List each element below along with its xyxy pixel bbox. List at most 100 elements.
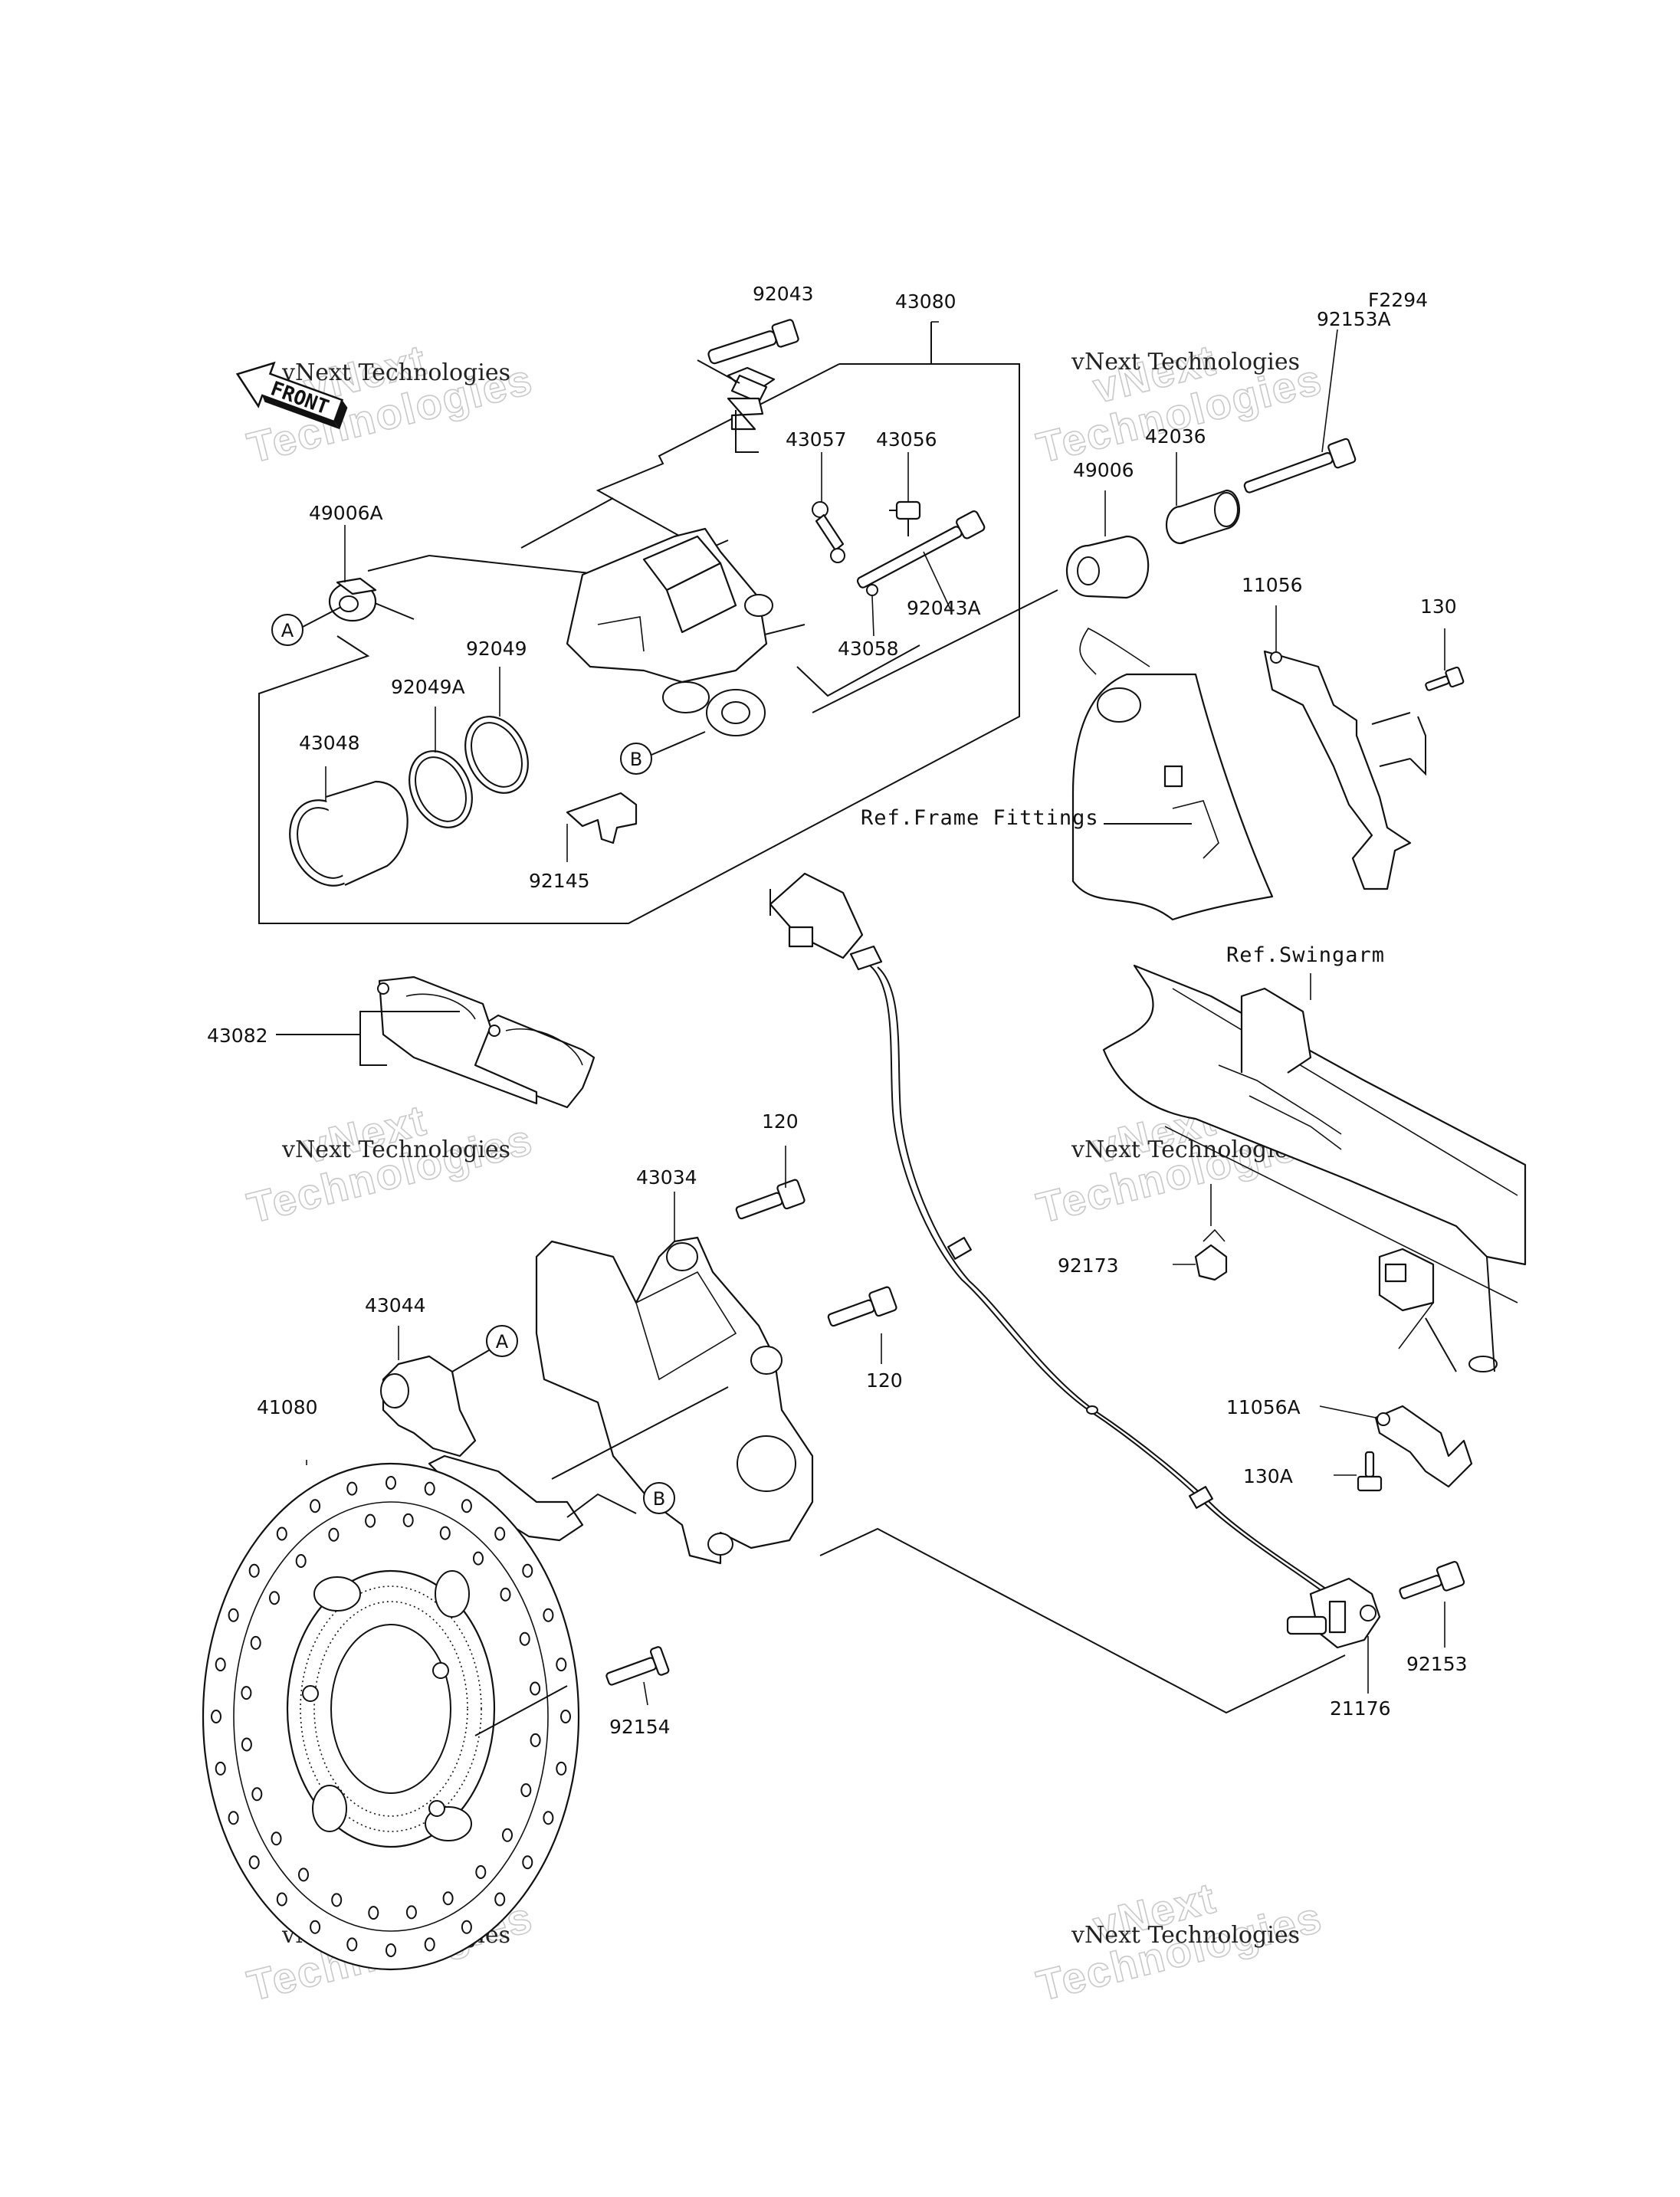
- label-43056: 43056: [876, 428, 937, 451]
- disc-drill-hole: [522, 1855, 533, 1870]
- abs-sensor-wire: [869, 965, 1327, 1595]
- disc-drill-hole: [439, 1526, 451, 1540]
- part-92043-bolt: [697, 359, 776, 453]
- label-43057: 43057: [786, 428, 847, 451]
- leader-lines: [306, 321, 1445, 1706]
- frame-fittings-bracket: [1071, 627, 1274, 921]
- callout-a-label: A: [496, 1331, 509, 1353]
- disc-drill-hole: [346, 1937, 358, 1952]
- watermark-caption: vNext Technologies: [281, 1136, 510, 1163]
- disc-drill-hole: [556, 1761, 567, 1776]
- label-92153: 92153: [1406, 1653, 1468, 1675]
- part-43056-bleeder-valve: [889, 500, 921, 536]
- part-43048-piston: [289, 780, 409, 887]
- disc-drill-hole: [251, 1787, 263, 1802]
- part-49006-bushing: [1065, 535, 1150, 599]
- disc-drill-hole: [310, 1920, 321, 1934]
- disc-drill-hole: [215, 1658, 226, 1672]
- part-92154-bolt: [605, 1646, 670, 1686]
- label-92153A: 92153A: [1317, 308, 1391, 330]
- disc-drill-hole: [228, 1608, 239, 1622]
- label-92043: 92043: [753, 283, 814, 305]
- watermark-caption: vNext Technologies: [281, 359, 510, 386]
- disc-drill-hole: [241, 1737, 252, 1752]
- disc-drill-hole: [519, 1631, 530, 1646]
- disc-drill-hole: [543, 1608, 554, 1622]
- disc-drill-hole: [556, 1658, 567, 1672]
- disc-drill-hole: [461, 1920, 472, 1934]
- part-92153-bolt: [1399, 1560, 1465, 1599]
- label-43034: 43034: [636, 1166, 697, 1189]
- diagram-code: F2294: [1368, 289, 1428, 311]
- label-21176: 21176: [1330, 1697, 1391, 1720]
- disc-drill-hole: [248, 1855, 260, 1870]
- disc-drill-hole: [241, 1686, 252, 1700]
- disc-drill-hole: [346, 1481, 358, 1496]
- disc-drill-hole: [402, 1513, 414, 1527]
- label-92173: 92173: [1058, 1254, 1119, 1277]
- part-43082-brake-pads: [377, 976, 596, 1109]
- label-120-side: 120: [866, 1369, 903, 1392]
- label-11056: 11056: [1242, 574, 1303, 596]
- disc-drill-hole: [500, 1587, 511, 1602]
- disc-drill-hole: [502, 1828, 513, 1842]
- part-43044-pad-spring: [380, 1355, 584, 1542]
- callout-a-top: A: [271, 614, 304, 646]
- disc-drill-hole: [475, 1865, 487, 1879]
- part-130A-bolt: [1357, 1451, 1383, 1492]
- part-43057-bleeder-cap: [812, 501, 845, 563]
- label-43082: 43082: [207, 1025, 268, 1047]
- disc-drill-hole: [560, 1710, 571, 1723]
- part-11056A-bracket: [1374, 1405, 1473, 1488]
- caliper-body: [566, 527, 773, 736]
- callout-a-label: A: [281, 620, 294, 641]
- disc-drill-hole: [473, 1551, 484, 1566]
- disc-drill-hole: [328, 1527, 340, 1542]
- label-43058: 43058: [838, 638, 899, 660]
- disc-vent-holes: [211, 1476, 571, 1957]
- disc-drill-hole: [331, 1893, 343, 1907]
- ref-frame-fittings: Ref.Frame Fittings: [861, 806, 1099, 830]
- part-41080-brake-disc: [202, 1462, 580, 1971]
- disc-drill-hole: [271, 1831, 282, 1846]
- disc-drill-hole: [276, 1526, 287, 1541]
- callout-b-top: B: [620, 743, 652, 775]
- label-92049A: 92049A: [391, 676, 465, 698]
- disc-drill-hole: [310, 1499, 321, 1513]
- callout-b-label: B: [653, 1488, 665, 1510]
- disc-drill-hole: [520, 1783, 532, 1798]
- label-92043A: 92043A: [907, 597, 981, 619]
- disc-drill-hole: [276, 1892, 287, 1907]
- disc-drill-hole: [424, 1481, 435, 1496]
- callout-a-bottom: A: [486, 1325, 518, 1357]
- label-92154: 92154: [609, 1716, 671, 1738]
- caliper-assembly-outline: [258, 363, 1020, 924]
- disc-drill-hole: [522, 1563, 533, 1578]
- disc-drill-hole: [424, 1937, 435, 1952]
- label-43048: 43048: [299, 732, 360, 754]
- disc-drill-hole: [494, 1526, 506, 1541]
- part-130-bolt: [1425, 666, 1465, 691]
- watermark-caption: vNext Technologies: [1071, 349, 1300, 375]
- part-49006A-bushing: [328, 577, 377, 622]
- part-92153A-bolt: [1243, 438, 1357, 494]
- disc-drill-hole: [248, 1563, 260, 1578]
- part-120-bolt-side: [827, 1286, 897, 1327]
- disc-drill-hole: [250, 1635, 261, 1650]
- disc-drill-hole: [211, 1710, 221, 1723]
- disc-drill-hole: [295, 1554, 307, 1568]
- label-130: 130: [1420, 595, 1457, 618]
- callout-b-bottom: B: [643, 1482, 675, 1514]
- label-92049: 92049: [466, 638, 527, 660]
- caliper-assembly-outline-top: [596, 363, 840, 551]
- part-120-bolt-top: [735, 1179, 806, 1220]
- part-92043A-pin: [856, 510, 986, 589]
- disc-drill-hole: [530, 1681, 541, 1696]
- callout-b-label: B: [630, 749, 642, 770]
- disc-drill-hole: [298, 1867, 309, 1882]
- part-43058-washer: [866, 584, 878, 596]
- label-42036: 42036: [1145, 425, 1206, 448]
- label-120-top: 120: [762, 1110, 799, 1133]
- part-92043-pin: [707, 319, 799, 365]
